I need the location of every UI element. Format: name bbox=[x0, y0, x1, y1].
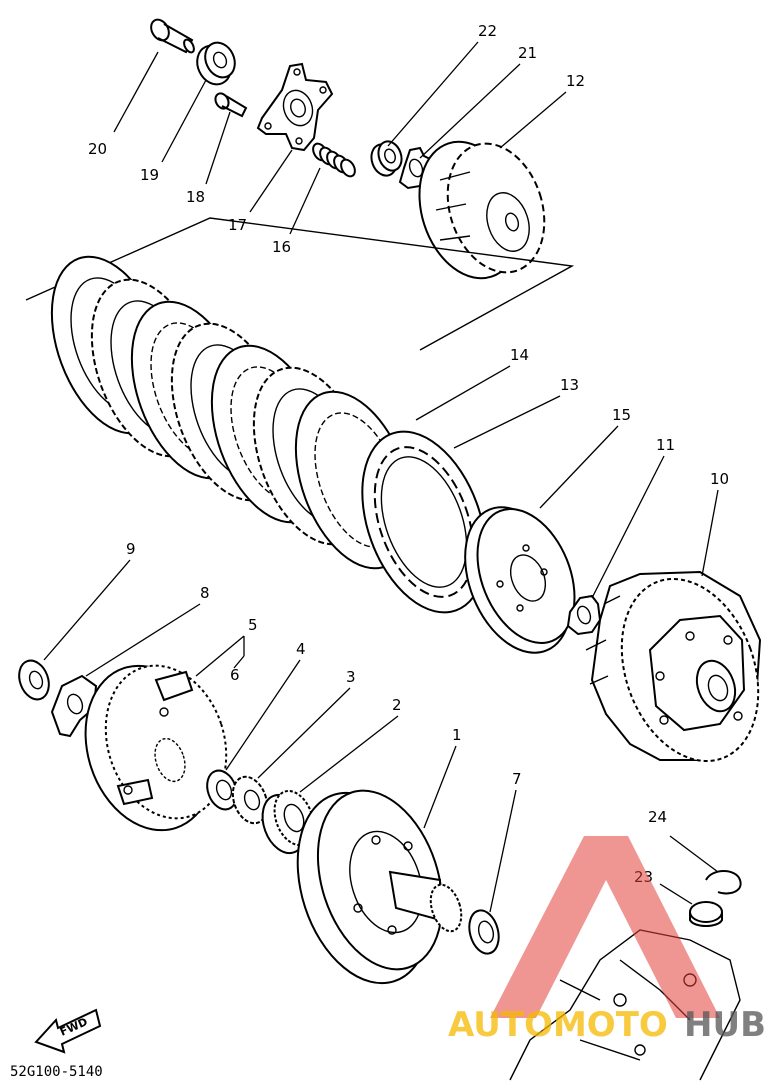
part-1-clutch-drum bbox=[296, 789, 463, 985]
label-part-4: 4 bbox=[296, 640, 306, 658]
part-18-bolt bbox=[214, 92, 248, 118]
part-22-nut bbox=[370, 140, 403, 177]
label-part-19: 19 bbox=[140, 166, 159, 184]
watermark: AUTOMOTO HUB bbox=[448, 836, 766, 1045]
part-10-clutch-housing bbox=[585, 570, 762, 763]
label-part-10: 10 bbox=[710, 470, 729, 488]
label-part-5: 5 bbox=[248, 616, 258, 634]
label-part-3: 3 bbox=[346, 668, 356, 686]
label-part-24: 24 bbox=[648, 808, 667, 826]
label-part-13: 13 bbox=[560, 376, 579, 394]
label-part-2: 2 bbox=[392, 696, 402, 714]
leader-lines bbox=[43, 41, 719, 913]
part-19-bearing bbox=[196, 41, 236, 86]
watermark-text-left: AUTOMOTO bbox=[448, 1005, 668, 1045]
part-3-gear bbox=[231, 775, 269, 825]
label-part-16: 16 bbox=[272, 238, 291, 256]
label-part-20: 20 bbox=[88, 140, 107, 158]
label-part-6: 6 bbox=[230, 666, 240, 684]
part-24-circlip bbox=[705, 870, 742, 895]
watermark-text-right: HUB bbox=[684, 1005, 766, 1045]
part-5-6-primary-clutch bbox=[84, 664, 228, 832]
label-part-12: 12 bbox=[566, 72, 585, 90]
part-9-washer bbox=[18, 659, 50, 701]
label-part-14: 14 bbox=[510, 346, 529, 364]
label-part-9: 9 bbox=[126, 540, 136, 558]
part-23-cap bbox=[689, 901, 723, 927]
label-part-17: 17 bbox=[228, 216, 247, 234]
label-part-1: 1 bbox=[452, 726, 462, 744]
fwd-arrow: FWD bbox=[34, 1008, 102, 1054]
part-17-plate bbox=[256, 62, 334, 152]
label-part-21: 21 bbox=[518, 44, 537, 62]
watermark-logo bbox=[490, 836, 720, 1018]
drawing-code: 52G100-5140 bbox=[10, 1064, 103, 1080]
bracket-plate-set bbox=[25, 217, 575, 351]
part-15-plate bbox=[464, 506, 576, 654]
label-part-15: 15 bbox=[612, 406, 631, 424]
label-part-18: 18 bbox=[186, 188, 205, 206]
label-part-22: 22 bbox=[478, 22, 497, 40]
label-part-7: 7 bbox=[512, 770, 522, 788]
part-13-friction-plate bbox=[361, 430, 487, 614]
label-part-11: 11 bbox=[656, 436, 675, 454]
label-part-8: 8 bbox=[200, 584, 210, 602]
part-7-washer bbox=[468, 909, 500, 955]
clutch-plate-stack bbox=[50, 255, 414, 570]
part-20-bolt bbox=[150, 18, 195, 54]
part-16-spring bbox=[312, 142, 356, 178]
part-12-clutch-boss bbox=[418, 140, 546, 280]
